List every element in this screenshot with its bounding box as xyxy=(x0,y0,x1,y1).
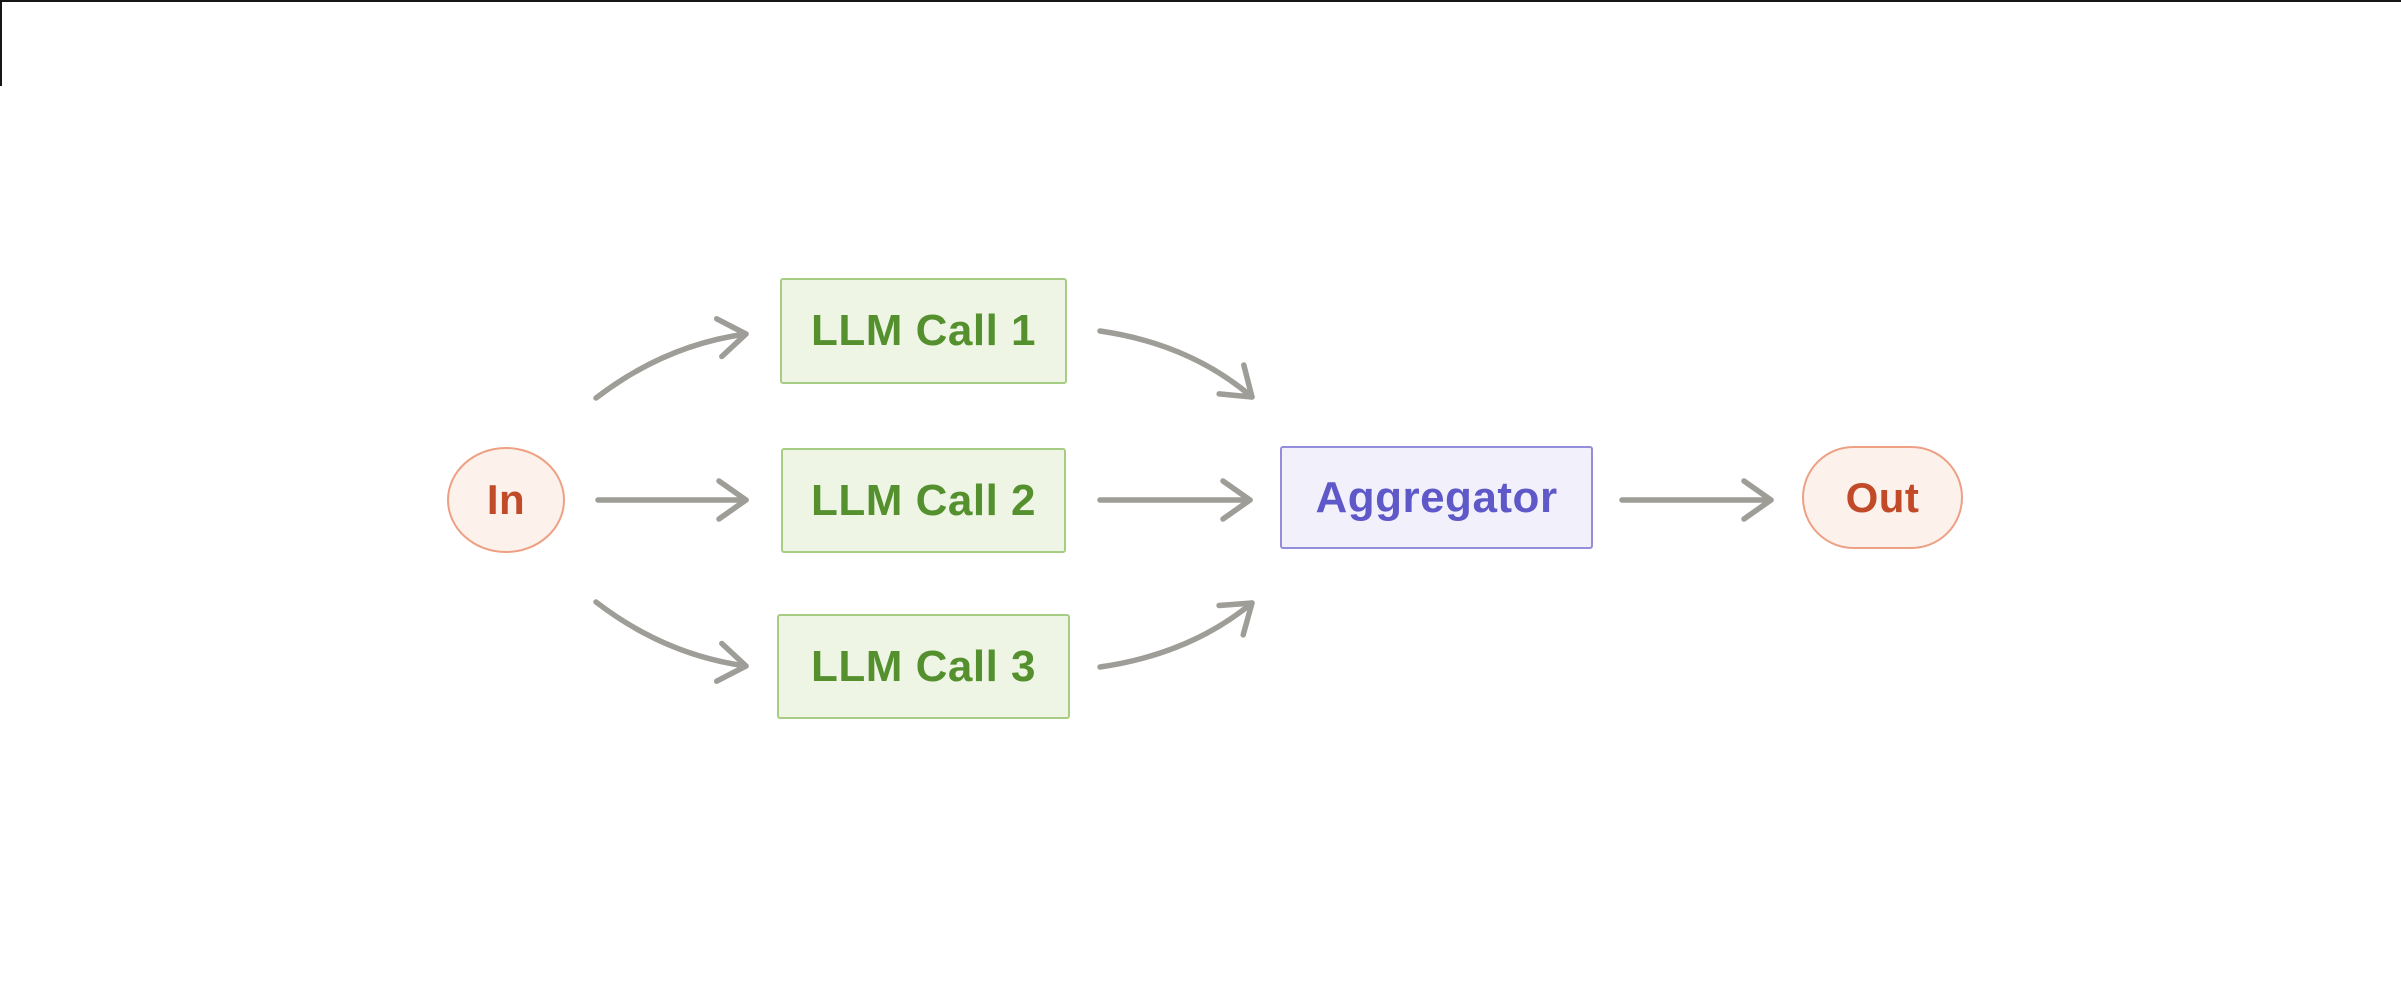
window-border-left xyxy=(0,0,2,86)
node-llm-call-3: LLM Call 3 xyxy=(777,614,1070,719)
node-output: Out xyxy=(1802,446,1963,549)
node-llm-call-1-label: LLM Call 1 xyxy=(810,306,1037,355)
arrow-in-to-llm-call-3 xyxy=(593,599,749,684)
window-border-top xyxy=(0,0,2401,2)
node-llm-call-2-label: LLM Call 2 xyxy=(810,475,1037,525)
arrow-in-to-llm-call-1 xyxy=(593,316,749,401)
node-llm-call-1: LLM Call 1 xyxy=(780,278,1067,384)
node-output-label: Out xyxy=(1845,473,1920,521)
node-aggregator: Aggregator xyxy=(1280,446,1593,549)
node-input-label: In xyxy=(486,476,526,523)
node-aggregator-label: Aggregator xyxy=(1315,472,1558,522)
node-llm-call-3-label: LLM Call 3 xyxy=(810,641,1037,691)
arrow-llm-call-1-to-aggregator xyxy=(1097,328,1255,400)
node-llm-call-2: LLM Call 2 xyxy=(781,448,1066,553)
node-input: In xyxy=(447,447,565,553)
arrow-llm-call-3-to-aggregator xyxy=(1097,600,1255,670)
